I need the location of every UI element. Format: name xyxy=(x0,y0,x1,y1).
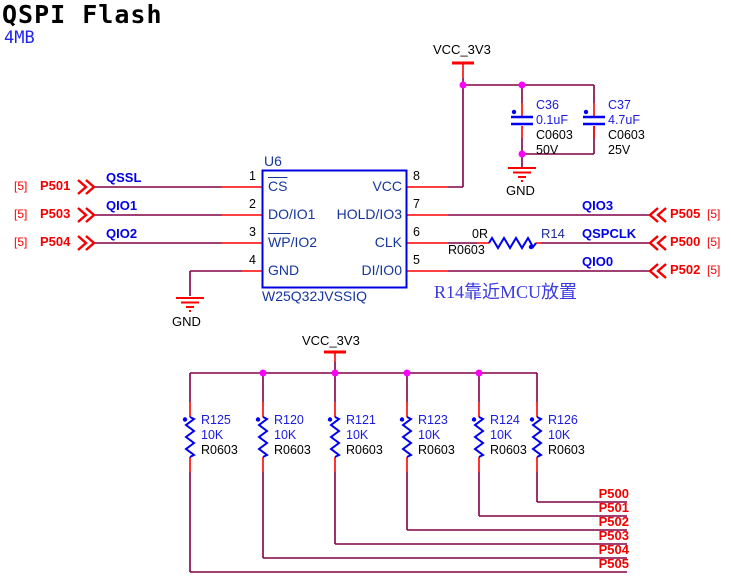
net-label-qssl[interactable]: QSSL xyxy=(106,170,142,185)
port-p504-sheet: [5] xyxy=(14,235,28,249)
net-label-p502[interactable]: P502 xyxy=(598,514,629,529)
vcc-net-label-top[interactable]: VCC_3V3 xyxy=(433,42,491,57)
net-label-qio2[interactable]: QIO2 xyxy=(106,226,138,241)
cap-c36-footprint: C0603 xyxy=(536,128,573,142)
net-label-p503[interactable]: P503 xyxy=(598,528,629,543)
port-p505-sheet: [5] xyxy=(707,207,721,221)
r124-value: 10K xyxy=(490,428,513,442)
r123-footprint: R0603 xyxy=(418,443,455,457)
port-arrow-right-icon[interactable] xyxy=(77,179,96,251)
r120-value: 10K xyxy=(274,428,297,442)
r14-footprint: R0603 xyxy=(448,243,485,257)
r123-value: 10K xyxy=(418,428,441,442)
pin-number-2: 2 xyxy=(249,197,256,211)
port-p503[interactable]: P503 xyxy=(40,206,71,221)
r14-value: 0R xyxy=(472,227,488,241)
pin-name-cs: CS xyxy=(268,178,288,194)
port-p502[interactable]: P502 xyxy=(670,262,701,277)
port-arrow-left-icon[interactable] xyxy=(648,207,667,279)
r123-ref[interactable]: R123 xyxy=(418,413,448,427)
pin-number-8: 8 xyxy=(413,169,420,183)
gnd-label-top: GND xyxy=(506,183,535,198)
port-p504[interactable]: P504 xyxy=(40,234,71,249)
cap-c36-voltage: 50V xyxy=(536,143,559,157)
port-p500[interactable]: P500 xyxy=(670,234,701,249)
port-p503-sheet: [5] xyxy=(14,207,28,221)
chip-u6-body[interactable] xyxy=(261,169,408,289)
r125-value: 10K xyxy=(201,428,224,442)
cap-c37-value: 4.7uF xyxy=(608,113,640,127)
junction-dots xyxy=(259,81,526,377)
net-label-p500[interactable]: P500 xyxy=(598,486,629,501)
gnd-symbol-top[interactable] xyxy=(508,167,536,182)
pin-name-gnd: GND xyxy=(268,262,300,278)
pin-name-vcc: VCC xyxy=(372,178,402,194)
resistor-r14-symbol[interactable] xyxy=(488,236,537,250)
pin-name-wp-io2: WP/IO2 xyxy=(268,234,318,250)
pin-number-6: 6 xyxy=(413,225,420,239)
pin-name-hold-io3: HOLD/IO3 xyxy=(336,206,402,222)
r126-ref[interactable]: R126 xyxy=(548,413,578,427)
pin-number-4: 4 xyxy=(249,253,256,267)
chip-ref[interactable]: U6 xyxy=(264,153,282,169)
pin-name-do-io1: DO/IO1 xyxy=(268,206,316,222)
pin-number-3: 3 xyxy=(249,225,256,239)
pin-number-5: 5 xyxy=(413,253,420,267)
pin-number-1: 1 xyxy=(249,169,256,183)
net-label-p501[interactable]: P501 xyxy=(598,500,629,515)
cap-c37-ref[interactable]: C37 xyxy=(608,98,631,112)
port-p501-sheet: [5] xyxy=(14,179,28,193)
cap-c36-ref[interactable]: C36 xyxy=(536,98,559,112)
r14-ref[interactable]: R14 xyxy=(541,226,565,241)
r126-footprint: R0603 xyxy=(548,443,585,457)
r126-value: 10K xyxy=(548,428,571,442)
net-label-qio1[interactable]: QIO1 xyxy=(106,198,138,213)
r125-ref[interactable]: R125 xyxy=(201,413,231,427)
cap-c37-voltage: 25V xyxy=(608,143,631,157)
port-p501[interactable]: P501 xyxy=(40,178,71,193)
pullup-resistor-symbols[interactable] xyxy=(184,416,543,458)
r124-ref[interactable]: R124 xyxy=(490,413,520,427)
cap-c37-footprint: C0603 xyxy=(608,128,645,142)
page-subtitle: 4MB xyxy=(4,28,35,48)
port-p500-sheet: [5] xyxy=(707,235,721,249)
r121-value: 10K xyxy=(346,428,369,442)
net-label-p505[interactable]: P505 xyxy=(598,556,629,571)
net-label-qio3[interactable]: QIO3 xyxy=(582,198,614,213)
net-label-p504[interactable]: P504 xyxy=(598,542,629,557)
resistor-pin1-dots xyxy=(182,417,535,422)
capacitor-c36-symbol[interactable] xyxy=(511,109,533,126)
gnd-label-left: GND xyxy=(172,314,201,329)
page-title: QSPI Flash xyxy=(2,0,163,29)
gnd-symbol-left[interactable] xyxy=(176,297,204,312)
chip-part-number: W25Q32JVSSIQ xyxy=(262,288,368,304)
r121-ref[interactable]: R121 xyxy=(346,413,376,427)
r120-ref[interactable]: R120 xyxy=(274,413,304,427)
r124-footprint: R0603 xyxy=(490,443,527,457)
pin-number-7: 7 xyxy=(413,197,420,211)
net-label-qio0[interactable]: QIO0 xyxy=(582,254,614,269)
net-label-qspclk[interactable]: QSPCLK xyxy=(582,226,637,241)
r121-footprint: R0603 xyxy=(346,443,383,457)
capacitor-c37-symbol[interactable] xyxy=(583,109,605,126)
pin-name-clk: CLK xyxy=(374,234,402,250)
pin-stubs xyxy=(189,64,595,472)
placement-note: R14靠近MCU放置 xyxy=(434,282,578,302)
port-p505[interactable]: P505 xyxy=(670,206,701,221)
cap-c36-value: 0.1uF xyxy=(536,113,568,127)
vcc-net-label-bottom[interactable]: VCC_3V3 xyxy=(302,333,360,348)
r125-footprint: R0603 xyxy=(201,443,238,457)
pin-name-di-io0: DI/IO0 xyxy=(361,262,402,278)
port-p502-sheet: [5] xyxy=(707,263,721,277)
r120-footprint: R0603 xyxy=(274,443,311,457)
